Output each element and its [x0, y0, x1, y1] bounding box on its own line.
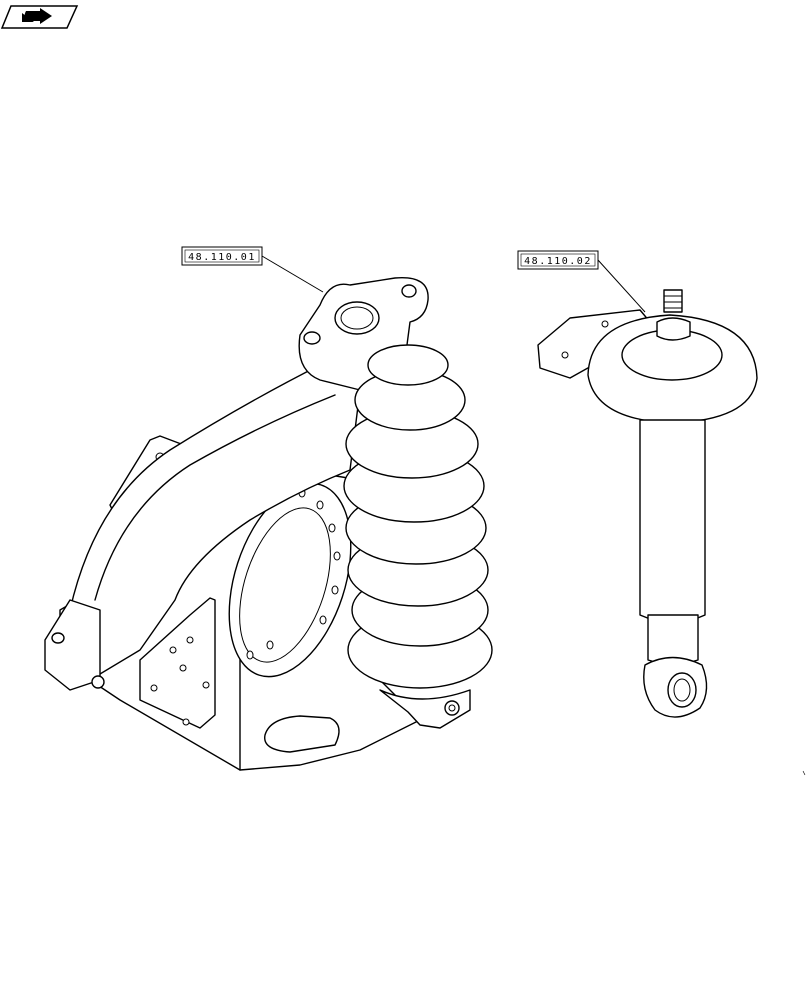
forward-arrow-page-icon[interactable] — [0, 5, 79, 29]
shock-absorber-assembly — [537, 289, 758, 718]
callout-box-1[interactable]: 48.110.01 — [181, 246, 263, 266]
edge-mark — [802, 770, 806, 776]
callout-leader-2 — [597, 259, 646, 313]
axle-spring-assembly — [44, 276, 493, 771]
callout-label-2: 48.110.02 — [524, 256, 592, 267]
callout-label-1: 48.110.01 — [188, 252, 256, 263]
callout-box-2[interactable]: 48.110.02 — [517, 250, 599, 270]
callout-leader-1 — [261, 255, 324, 293]
